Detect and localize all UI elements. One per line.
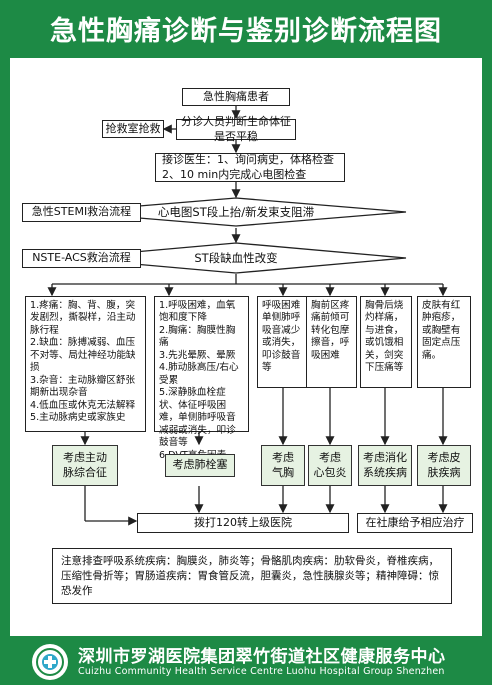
page-title: 急性胸痛诊断与鉴别诊断流程图 xyxy=(50,15,442,47)
consider-pe-box: 考虑肺栓塞 xyxy=(165,454,235,477)
hospital-logo-icon xyxy=(36,648,64,676)
flowchart-canvas: 急性胸痛患者 分诊人员判断生命体征是否平稳 抢救室抢救 接诊医生：1、询问病史，… xyxy=(10,58,482,636)
doctor-node: 接诊医生：1、询问病史，体格检查 2、10 min内完成心电图检查 xyxy=(155,153,345,182)
consider-skin-box: 考虑皮 肤疾病 xyxy=(417,445,471,486)
gi-symptoms-box: 胸骨后烧 灼样痛， 与进食， 或饥饿相 关，剑突 下压痛等 xyxy=(360,296,412,388)
st-decision-label: ST段缺血性改变 xyxy=(194,251,278,265)
hospital-logo xyxy=(32,644,68,680)
stemi-node: 急性STEMI救治流程 xyxy=(22,203,141,222)
connector-lines xyxy=(47,106,448,526)
consider-gi-box: 考虑消化 系统疾病 xyxy=(358,445,412,486)
consider-aortic-box: 考虑主动 脉综合征 xyxy=(52,445,118,486)
start-node: 急性胸痛患者 xyxy=(182,88,290,106)
community-treatment-node: 在社康给予相应治疗 xyxy=(357,513,473,533)
consider-pericarditis-box: 考虑 心包炎 xyxy=(308,445,352,486)
rescue-node: 抢救室抢救 xyxy=(102,120,164,138)
transfer-node: 拨打120转上级医院 xyxy=(137,513,349,533)
org-name-cn: 深圳市罗湖医院集团翠竹街道社区健康服务中心 xyxy=(78,647,446,667)
ecg-decision-label: 心电图ST段上抬/新发束支阻滞 xyxy=(157,205,315,219)
pneumothorax-symptoms-box: 呼吸困难 单侧肺呼 吸音减少 或消失， 叩诊鼓音 等 xyxy=(257,296,308,388)
skin-symptoms-box: 皮肤有红 肿疱疹， 或胸壁有 固定点压 痛。 xyxy=(417,296,471,388)
consider-pneumothorax-box: 考虑 气胸 xyxy=(261,445,305,486)
aortic-symptoms-box: 1.疼痛：胸、背、腹，突发剧烈，撕裂样，沿主动脉行程 2.缺血：脉搏减弱、血压不… xyxy=(25,296,146,432)
pericarditis-symptoms-box: 胸前区疼 痛前倾可 转化包摩 擦音，呼 吸困难 xyxy=(306,296,357,388)
pe-symptoms-box: 1.呼吸困难，血氧饱和度下降 2.胸痛：胸膜性胸痛 3.先兆晕厥、晕厥 4.肺动… xyxy=(154,296,249,461)
org-name-en: Cuizhu Community Health Service Centre L… xyxy=(78,666,445,677)
screening-note: 注意排查呼吸系统疾病：胸膜炎，肺炎等；骨骼肌肉疾病：肋软骨炎，脊椎疾病，压缩性骨… xyxy=(52,548,452,604)
nste-acs-node: NSTE-ACS救治流程 xyxy=(22,249,141,268)
triage-node: 分诊人员判断生命体征是否平稳 xyxy=(176,115,296,143)
